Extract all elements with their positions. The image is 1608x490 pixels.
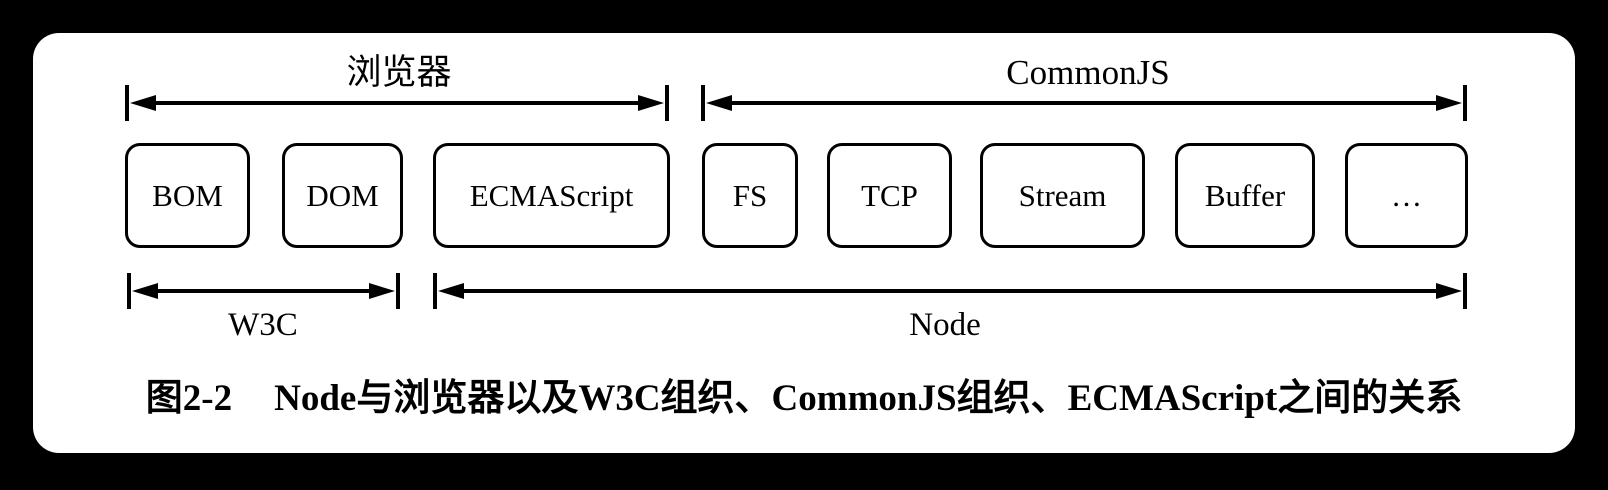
w3c-bracket-label: W3C	[228, 307, 298, 343]
node-range-arrow	[433, 273, 1467, 309]
figure-card: 浏览器 CommonJS BOM DOM ECMAScript FS TCP S…	[33, 33, 1575, 453]
commonjs-bracket-label: CommonJS	[1006, 53, 1170, 92]
tcp-box: TCP	[827, 143, 952, 248]
figure-caption-text: Node与浏览器以及W3C组织、CommonJS组织、ECMAScript之间的…	[274, 378, 1463, 419]
buffer-box: Buffer	[1175, 143, 1315, 248]
figure-caption: 图2-2 Node与浏览器以及W3C组织、CommonJS组织、ECMAScrip…	[33, 367, 1575, 421]
browser-range-arrow	[125, 85, 669, 121]
browser-bracket-label: 浏览器	[346, 53, 452, 92]
commonjs-range-arrow	[701, 85, 1467, 121]
ellipsis-box: …	[1345, 143, 1468, 248]
w3c-range-arrow	[127, 273, 400, 309]
bom-box: BOM	[125, 143, 250, 248]
node-bracket-label: Node	[909, 307, 981, 343]
stream-box: Stream	[980, 143, 1145, 248]
ecmascript-box: ECMAScript	[433, 143, 670, 248]
figure-caption-number: 图2-2	[145, 378, 233, 419]
dom-box: DOM	[282, 143, 403, 248]
range-arrows	[125, 85, 1467, 309]
fs-box: FS	[702, 143, 798, 248]
arrowheads	[130, 95, 1462, 299]
